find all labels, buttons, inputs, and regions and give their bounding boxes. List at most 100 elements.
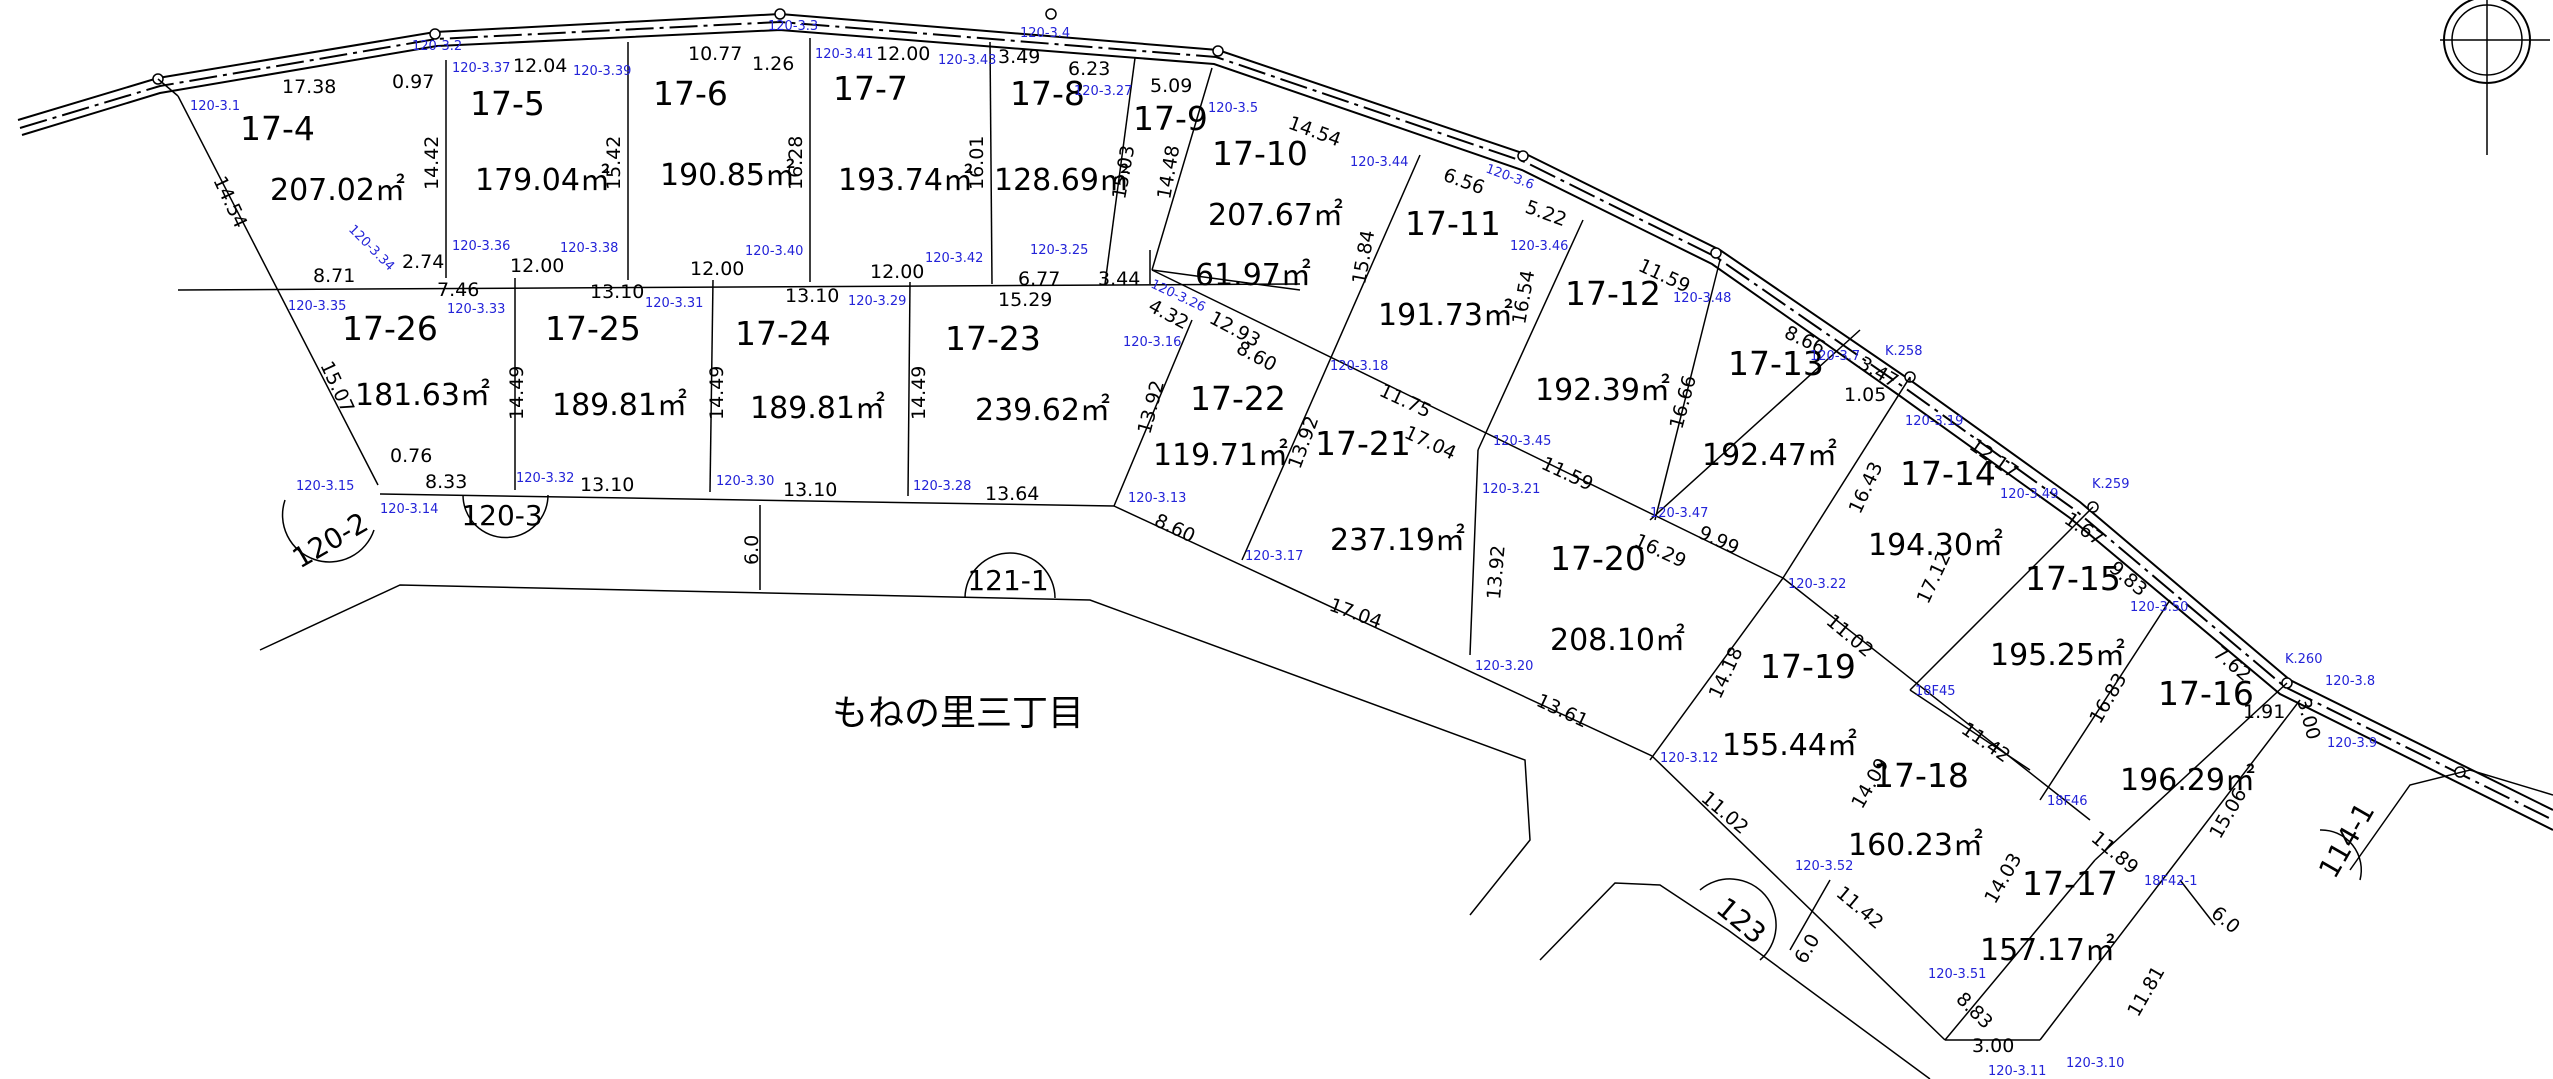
survey-point-label: 120-3.48 [1673,291,1731,306]
survey-point-label: 120-3.11 [1988,1064,2046,1079]
dimension-label: 17.38 [282,76,336,98]
dimension-label: 13.10 [590,281,644,303]
dimension-label: 15.03 [1108,143,1139,200]
dimension-label: 3.00 [2292,696,2324,743]
lot-label: 17-24 [735,314,831,353]
survey-point-label: 120-3.36 [452,239,510,254]
dimension-label: 12.04 [513,55,567,77]
svg-text:121-1: 121-1 [967,564,1048,597]
lot-label: 17-12 [1565,274,1661,313]
survey-point-label: 120-3.49 [2000,487,2058,502]
lot-area: 157.17㎡ [1980,933,2115,968]
dimension-label: 15.07 [315,358,358,417]
lot-label: 17-13 [1728,344,1824,383]
dimension-label: 1.91 [2243,701,2285,723]
lot-label: 17-18 [1873,756,1969,795]
lot-label: 17-11 [1405,204,1501,243]
dimension-label: 8.33 [425,471,467,493]
lot-area: 192.39㎡ [1535,373,1670,408]
survey-point-label: 120-3.8 [2325,674,2375,689]
lot-area: 196.29㎡ [2120,763,2255,798]
lot-label: 17-22 [1190,379,1286,418]
svg-text:120-3: 120-3 [461,499,542,532]
survey-point-label: 120-3.22 [1788,577,1846,592]
survey-point-label: 120-3.13 [1128,491,1186,506]
dimension-label: 11.42 [1832,882,1888,934]
survey-point-label: 18F45 [1915,684,1956,699]
survey-point-label: 18F42-1 [2144,874,2198,889]
survey-point-label: 120-3.35 [288,299,346,314]
lot-area: 160.23㎡ [1848,828,1983,863]
survey-point-label: 120-3.52 [1795,859,1853,874]
place-name: もねの里三丁目 [832,693,1084,734]
lot-label: 17-25 [545,309,641,348]
lot-label: 17-21 [1315,424,1411,463]
lot-area: 237.19㎡ [1330,523,1465,558]
dimension-label: 16.54 [1508,268,1539,325]
dimension-label: 6.0 [2207,902,2244,938]
survey-point-label: 120-3.40 [745,244,803,259]
svg-text:120-2: 120-2 [287,506,374,575]
lot-label: 17-7 [833,69,908,108]
dimension-label: 3.49 [998,46,1040,68]
lot-label: 17-23 [945,319,1041,358]
lot-area: 192.47㎡ [1702,438,1837,473]
dimension-label: 0.97 [392,71,434,93]
survey-point-label: 120-3.29 [848,294,906,309]
dimension-label: 14.49 [506,366,528,420]
dimension-label: 6.0 [741,535,763,565]
dimension-label: 2.74 [402,251,444,273]
lot-area: 119.71㎡ [1153,438,1288,473]
survey-point-label: 120-3.5 [1208,101,1258,116]
survey-point-label: 120-3.45 [1493,434,1551,449]
lot-area: 191.73㎡ [1378,298,1513,333]
lot-area: 190.85㎡ [660,158,795,193]
survey-point-label: 120-3.20 [1475,659,1533,674]
survey-point-label: 120-3.1 [190,99,240,114]
road-boundary [17,8,2553,831]
dimension-label: 14.48 [1153,143,1184,200]
lot-area: 208.10㎡ [1550,623,1685,658]
survey-point-label: 120-3.47 [1650,506,1708,521]
lot-area: 179.04㎡ [475,163,610,198]
dimension-label: 14.54 [208,173,251,232]
survey-point-label: 120-3.43 [938,53,996,68]
survey-point-label: 120-3.17 [1245,549,1303,564]
lot-area: 61.97㎡ [1195,258,1311,293]
dimension-label: 14.42 [421,136,443,190]
dimension-label: 12.00 [510,255,564,277]
dimension-label: 15.42 [603,136,625,190]
dimension-label: 3.00 [1972,1035,2014,1057]
dimension-label: 1.26 [752,53,794,75]
dimension-label: 14.49 [706,366,728,420]
road-edges [259,505,2553,1079]
lot-area: 189.81㎡ [750,391,885,426]
survey-point-label: 120-3.18 [1330,359,1388,374]
survey-point-label: 120-3.21 [1482,482,1540,497]
dimension-label: 16.28 [785,136,807,190]
lot-label: 17-14 [1900,454,1996,493]
svg-text:123: 123 [1710,891,1772,951]
survey-point-label: 120-3.51 [1928,967,1986,982]
survey-point-label: K.259 [2092,477,2129,492]
lot-label: 17-20 [1550,539,1646,578]
lot-label: 17-8 [1010,74,1085,113]
lot-labels: 17-4 207.02㎡ 17-5 179.04㎡ 17-6 190.85㎡ 1… [240,69,2255,968]
dimension-label: 16.66 [1666,373,1701,431]
dimension-label: 10.77 [688,43,742,65]
survey-point-label: 120-3.16 [1123,335,1181,350]
dimension-label: 14.49 [908,366,930,420]
lot-area: 239.62㎡ [975,393,1110,428]
survey-point-label: 120-3.3 [768,19,818,34]
survey-point-label: 120-3.9 [2327,736,2377,751]
lot-label: 17-6 [653,74,728,113]
lot-area: 181.63㎡ [355,378,490,413]
dimension-label: 11.59 [1538,453,1597,496]
survey-point-label: 120-3.14 [380,502,438,517]
dimension-label: 15.84 [1348,228,1379,285]
survey-point-label: 120-3.19 [1905,414,1963,429]
survey-point-label: 120-3.4 [1020,26,1070,41]
survey-point-label: 120-3.41 [815,47,873,62]
dimension-label: 14.03 [1980,849,2026,907]
